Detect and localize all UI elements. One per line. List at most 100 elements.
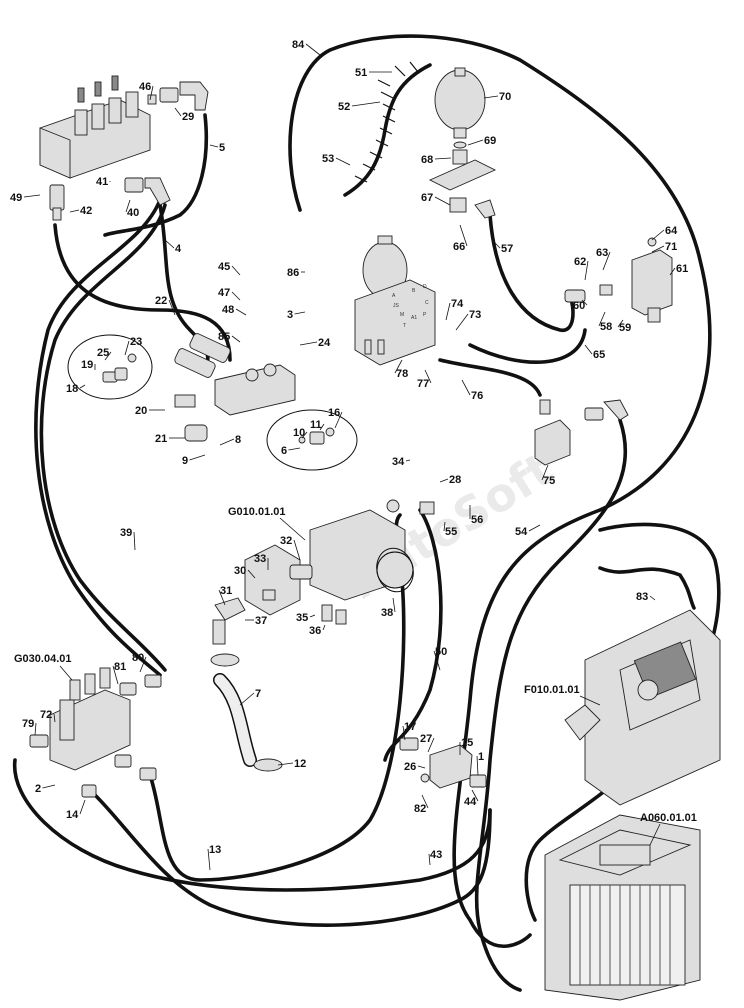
leader-47 [231,291,241,301]
callout-70: 70 [499,91,511,103]
leader-53 [335,157,351,166]
hose-79 [93,793,492,927]
callout-46: 46 [139,81,151,93]
callout-33: 33 [254,553,266,565]
callout-11: 11 [310,419,322,431]
leader-76 [461,379,471,396]
callout-54: 54 [515,526,528,538]
callout-21: 21 [155,433,167,445]
leader-84 [305,43,321,56]
leader-66 [459,224,468,247]
leader-45 [231,265,241,276]
leader-1 [476,755,479,776]
valve-75 [534,399,629,466]
leader-43 [428,853,431,866]
group-label-pump: G010.01.01 [228,506,286,518]
port-A1: A1 [411,315,417,321]
leader-44 [471,789,479,802]
leader-14 [79,799,86,815]
hose-4 [53,223,232,362]
radiator-A060 [544,814,701,1001]
leader-25 [104,351,112,361]
leader-9 [189,454,206,461]
oil-cooler-F010 [564,609,721,806]
fitting-29 [147,81,209,111]
callout-13: 13 [209,844,221,856]
callout-26: 26 [404,761,416,773]
leader-26 [417,765,426,769]
group-label-radiator: A060.01.01 [640,812,697,824]
hose-1 [12,758,492,892]
callout-25: 25 [97,347,109,359]
leader-13 [207,848,211,871]
leader-85 [231,335,241,343]
leader-18 [79,384,86,389]
callout-14: 14 [66,809,79,821]
group-label-cooler: F010.01.01 [524,684,580,696]
control-valve-top [39,75,151,179]
leader-38 [392,597,396,613]
leader-70 [483,95,499,99]
callout-77: 77 [417,378,429,390]
callout-58: 58 [600,321,612,333]
leader-27 [427,737,435,753]
callout-79: 79 [22,718,34,730]
callout-5: 5 [219,142,225,154]
callout-40: 40 [127,207,139,219]
port-C: C [425,300,429,306]
callout-60: 60 [573,300,585,312]
leader-11 [319,423,325,431]
callout-83: 83 [636,591,648,603]
leader-67 [434,196,451,206]
callout-17: 17 [404,721,416,733]
port-P: P [423,312,427,318]
callout-73: 73 [469,309,481,321]
leader-7 [239,692,255,706]
brake-valve-block: A B JS M T A1 D C P [354,235,436,366]
leader-78 [394,359,403,374]
callout-68: 68 [421,154,433,166]
callout-49: 49 [10,192,22,204]
leader-58 [598,311,606,327]
port-D: D [423,284,427,290]
leader-36 [322,624,326,631]
leader-81 [112,665,119,685]
callout-7: 7 [255,688,261,700]
callout-86: 86 [287,267,299,279]
valve-17 [399,737,487,789]
leader-83 [649,595,656,601]
hose-65 [468,328,587,364]
leader-23 [124,340,130,356]
callout-36: 36 [309,625,321,637]
callout-62: 62 [574,256,586,268]
hose-6b [34,198,162,677]
callout-10: 10 [293,427,305,439]
callout-61: 61 [676,263,688,275]
callout-30: 30 [234,565,246,577]
callout-67: 67 [421,192,433,204]
callout-63: 63 [596,247,608,259]
callout-52: 52 [338,101,350,113]
port-M: M [400,312,404,318]
leader-22 [168,299,176,316]
leader-34 [405,459,411,462]
suction-hose-35 [210,653,283,772]
callout-72: 72 [40,709,52,721]
hose-44 [474,418,627,992]
leader-71 [651,245,665,253]
hose-6 [39,203,167,672]
callout-42: 42 [80,205,92,217]
callout-2: 2 [35,783,41,795]
callout-16: 16 [328,407,340,419]
leader-2 [42,784,56,789]
leader-77 [424,369,432,384]
leader-50 [433,650,441,671]
callout-45: 45 [218,261,230,273]
callout-66: 66 [453,241,465,253]
callout-65: 65 [593,349,605,361]
callout-64: 64 [665,225,678,237]
callout-81: 81 [114,661,126,673]
callout-48: 48 [222,304,234,316]
callout-44: 44 [464,796,477,808]
callout-32: 32 [280,535,292,547]
